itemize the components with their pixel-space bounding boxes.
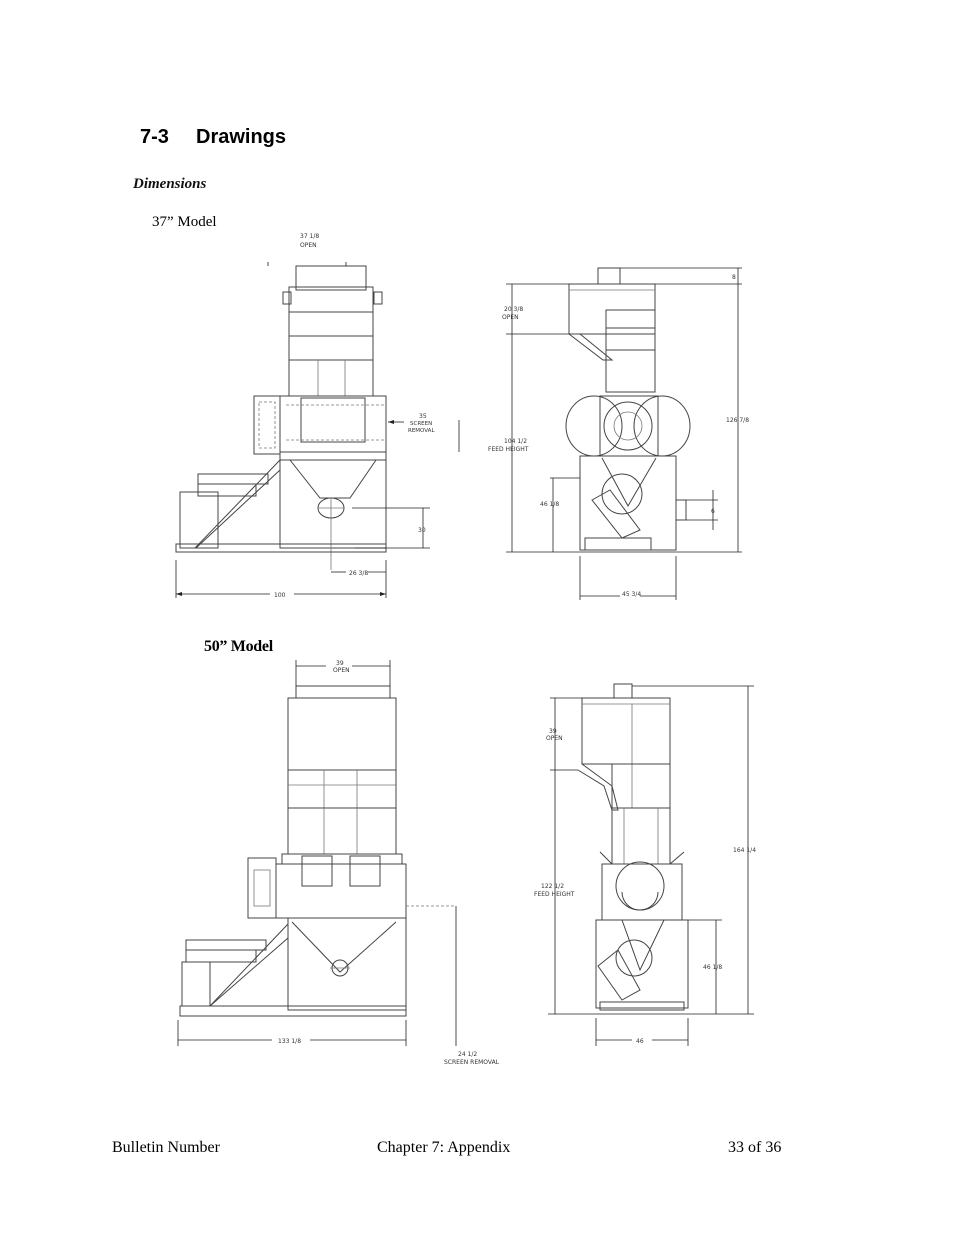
dim-37-overall-height: 126 7/8 [726,417,749,424]
dim-50-open-top: 39 [336,660,344,667]
dim-50-feed-height-sub: FEED HEIGHT [534,891,575,898]
dim-50-open-side: 39 [549,728,557,735]
model-50-front-view [177,660,457,1046]
dim-50-depth: 46 [636,1038,644,1045]
dim-50-screen-removal-sub: SCREEN REMOVAL [444,1059,500,1066]
dim-37-side-height: 46 1/8 [540,501,559,508]
dim-37-feed-height: 104 1/2 [504,438,527,445]
dim-50-feed-height: 122 1/2 [541,883,564,890]
dim-50-side-height: 46 1/8 [703,964,722,971]
dim-37-depth: 45 3/4 [622,591,641,598]
footer-chapter: Chapter 7: Appendix [377,1139,511,1156]
dim-37-screen-removal-sub2: REMOVAL [408,428,435,434]
dim-37-screen-removal: 35 [419,413,427,420]
dim-50-overall-height: 164 1/4 [733,847,756,854]
dim-50-open-top-sub: OPEN [333,667,350,674]
model-37-label: 37” Model [152,214,217,230]
dim-37-offset: 26 3/8 [349,570,368,577]
dim-37-feed-height-sub: FEED HEIGHT [488,446,529,453]
dim-37-small-6: 6 [711,508,715,515]
dim-37-width: 100 [274,592,286,599]
dim-50-width: 133 1/8 [278,1038,301,1045]
model-50-label: 50” Model [204,638,273,655]
dim-50-screen-removal: 24 1/2 [458,1051,477,1058]
section-heading: 7-3 Drawings [140,126,286,149]
model-50-side-view [548,683,754,1046]
dim-37-top-8: 8 [732,274,736,281]
dim-37-open-side: 20 3/8 [504,306,523,313]
dimensions-subheading: Dimensions [133,176,207,192]
footer-page-number: 33 of 36 [728,1139,782,1156]
dim-37-open-side-sub: OPEN [502,314,519,321]
dim-50-open-side-sub: OPEN [546,735,563,742]
dim-37-height-30: 30 [418,527,426,534]
dim-37-open-top-sub: OPEN [300,242,317,249]
section-number: 7-3 [140,126,169,148]
model-37-front-view [175,262,460,598]
model-37-side-view [506,267,742,600]
dim-37-open-top: 37 1/8 [300,233,319,240]
section-title: Drawings [196,126,287,148]
dim-37-screen-removal-sub1: SCREEN [410,421,432,427]
footer-bulletin-number: Bulletin Number [112,1139,220,1156]
